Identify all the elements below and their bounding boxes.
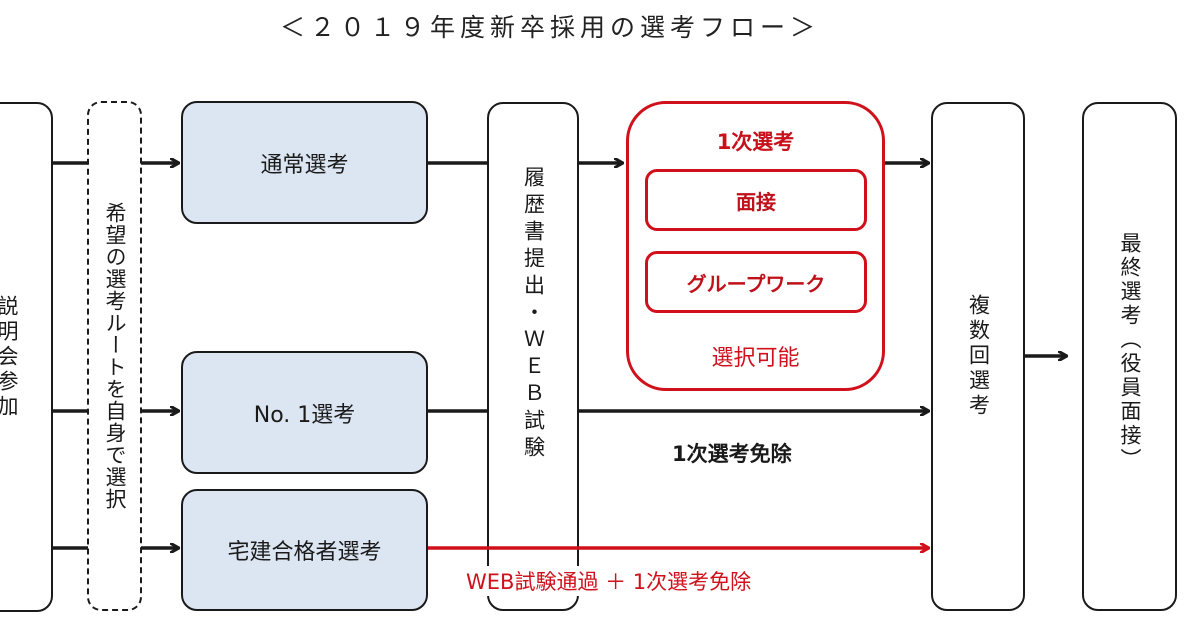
node-no1-label: No. 1選考 [253, 402, 356, 428]
first-selection-option-groupwork: グループワーク [645, 251, 867, 313]
node-multiple-label: 複数回選考 [966, 294, 991, 419]
option-groupwork-label: グループワーク [686, 271, 826, 296]
diagram-title: ＜２０１９年度新卒採用の選考フロー＞ [279, 13, 820, 42]
label-no1-exempt: 1次選考免除 [672, 442, 792, 466]
node-choose-route-label: 希望の選考ルートを自身で選択 [103, 202, 127, 510]
node-regular-label: 通常選考 [260, 152, 349, 178]
node-briefing-label: 説明会参加 [0, 294, 19, 420]
node-regular-selection: 通常選考 [181, 101, 428, 224]
node-first-selection: 1次選考 面接 グループワーク 選択可能 [626, 101, 885, 391]
node-final-label: 最終選考（役員面接） [1118, 232, 1142, 472]
node-no1-selection: No. 1選考 [181, 351, 428, 474]
node-takken-selection: 宅建合格者選考 [181, 489, 428, 611]
first-selection-title: 1次選考 [716, 130, 795, 154]
node-choose-route: 希望の選考ルートを自身で選択 [87, 101, 142, 611]
first-selection-option-interview: 面接 [645, 169, 867, 231]
node-resume-web-test: 履歴書提出・ＷＥＢ試験 [487, 102, 579, 611]
node-resume-web-label: 履歴書提出・ＷＥＢ試験 [521, 166, 546, 463]
label-takken-exempt: WEB試験通過 ＋ 1次選考免除 [462, 566, 756, 596]
node-briefing: 説明会参加 [0, 102, 53, 612]
node-takken-label: 宅建合格者選考 [227, 540, 382, 565]
option-interview-label: 面接 [736, 189, 776, 214]
first-selection-note: 選択可能 [711, 346, 800, 371]
node-final-selection: 最終選考（役員面接） [1082, 102, 1177, 611]
node-multiple-selections: 複数回選考 [931, 102, 1025, 611]
